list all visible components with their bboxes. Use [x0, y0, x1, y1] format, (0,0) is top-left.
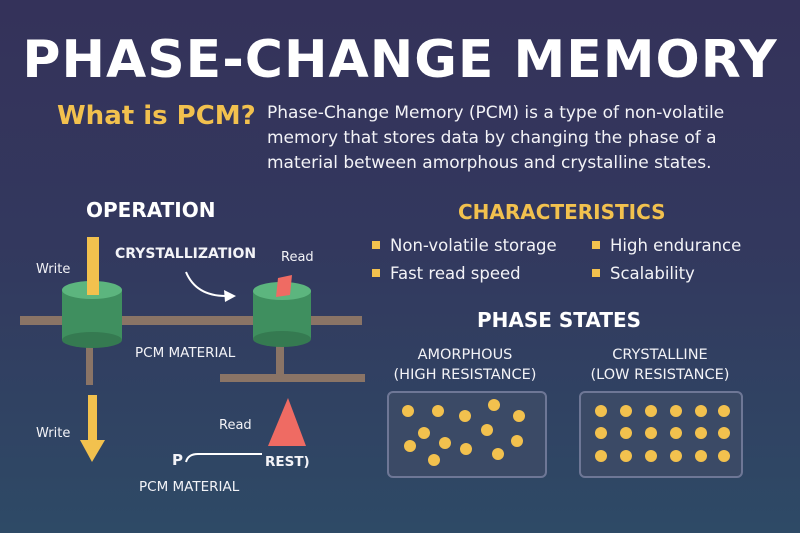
read-tab [276, 275, 292, 297]
write-label-bottom: Write [36, 426, 71, 441]
pcm-material-label-top: PCM MATERIAL [135, 345, 236, 361]
write-label-top: Write [36, 262, 71, 277]
resistance-triangle [268, 398, 306, 446]
read-label-bottom: Read [219, 418, 252, 433]
characteristic-item: High endurance [592, 236, 741, 255]
crystallization-arrow [185, 271, 227, 297]
intro-question: What is PCM? [57, 101, 256, 131]
crystallization-arrowhead [224, 290, 236, 302]
crystalline-dots [595, 405, 730, 462]
characteristic-item: Scalability [592, 264, 695, 283]
bullet-icon [592, 268, 600, 277]
write-bar [87, 237, 99, 295]
characteristics-heading: CHARACTERISTICS [458, 200, 666, 224]
lower-rail [220, 374, 365, 382]
intro-description: Phase-Change Memory (PCM) is a type of n… [267, 103, 725, 173]
p-bracket [185, 453, 262, 463]
right-post [276, 325, 284, 377]
bullet-icon [372, 240, 380, 249]
write-arrow-shaft [88, 395, 97, 441]
pcm-material-label-bottom: PCM MATERIAL [139, 479, 240, 495]
write-arrow-head [80, 440, 105, 462]
amorphous-dots [402, 399, 525, 466]
upper-rail [20, 316, 362, 325]
bullet-icon [592, 240, 600, 249]
left-post [86, 325, 93, 385]
rest-label: REST) [265, 454, 310, 470]
right-electrode [253, 282, 311, 347]
amorphous-label: AMORPHOUS (HIGH RESISTANCE) [393, 347, 537, 383]
bullet-icon [372, 268, 380, 277]
crystallization-label: CRYSTALLIZATION [115, 246, 257, 262]
characteristic-item: Fast read speed [372, 264, 521, 283]
characteristic-item: Non-volatile storage [372, 236, 557, 255]
crystalline-label: CRYSTALLINE (LOW RESISTANCE) [590, 347, 730, 383]
phase-states-heading: PHASE STATES [477, 308, 642, 332]
operation-heading: OPERATION [86, 198, 216, 222]
p-label: P [172, 451, 183, 469]
read-label-top: Read [281, 250, 314, 265]
page-title: PHASE-CHANGE MEMORY [22, 30, 778, 90]
